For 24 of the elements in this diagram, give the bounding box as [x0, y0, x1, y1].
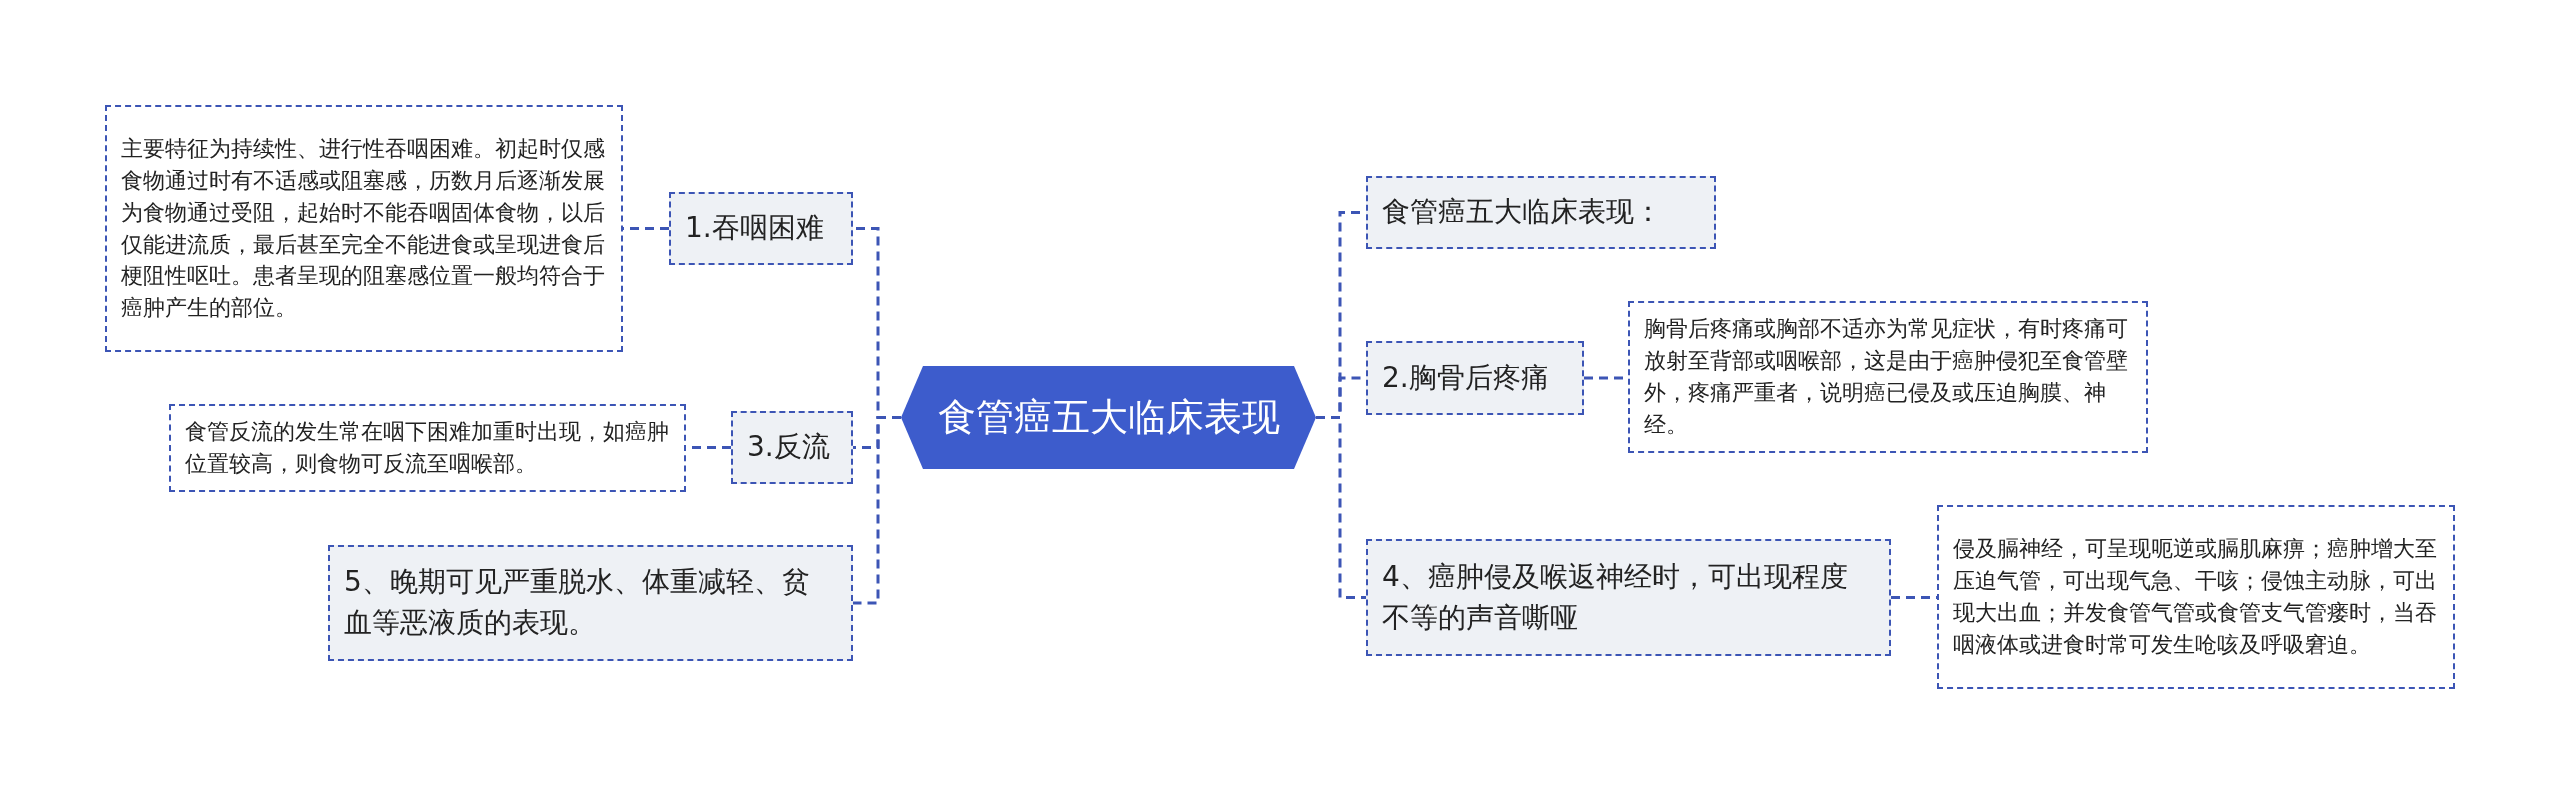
topic-box — [1366, 341, 1584, 415]
connector-line — [1316, 416, 1366, 599]
note-box — [105, 105, 623, 352]
central-topic-hexagon — [901, 366, 1316, 469]
topic-box — [669, 192, 853, 265]
topic-text: 食管癌五大临床表现： — [1382, 194, 1662, 231]
note-text: 侵及膈神经，可呈现呃逆或膈肌麻痹；癌肿增大至压迫气管，可出现气急、干咳；侵蚀主动脉，可出现大出血；并发食管气管或食管支气管瘘时，当吞咽液体或进食时常可发生呛咳及呼吸窘迫。 — [1953, 535, 2438, 659]
topic-text: 4、癌肿侵及喉返神经时，可出现程度不等的声音嘶哑 — [1382, 558, 1849, 636]
note-box — [1628, 301, 2148, 453]
topic-text: 1.吞咽困难 — [685, 210, 824, 247]
topic-text: 2.胸骨后疼痛 — [1382, 359, 1549, 396]
topic-box — [328, 545, 853, 661]
note-box — [1937, 505, 2455, 689]
topic-text: 5、晚期可见严重脱水、体重减轻、贫血等恶液质的表现。 — [344, 564, 811, 641]
note-text: 胸骨后疼痛或胸部不适亦为常见症状，有时疼痛可放射至背部或咽喉部，这是由于癌肿侵犯至食管壁外，疼痛严重者，说明癌已侵及或压迫胸膜、神经。 — [1644, 315, 2129, 439]
topic-box — [731, 411, 853, 484]
central-topic-text: 食管癌五大临床表现 — [937, 394, 1280, 441]
topic-box — [1366, 176, 1716, 249]
note-text: 食管反流的发生常在咽下困难加重时出现，如癌肿位置较高，则食物可反流至咽喉部。 — [185, 418, 670, 478]
connector-line — [853, 416, 901, 605]
note-box — [169, 404, 686, 492]
topic-box — [1366, 539, 1891, 656]
note-text: 主要特征为持续性、进行性吞咽困难。初起时仅感食物通过时有不适感或阻塞感，历数月后逐渐发展为食物通过受阻，起始时不能吞咽固体食物，以后仅能进流质，最后甚至完全不能进食或呈现进食后梗阻性呕吐。患者呈现的阻塞感位置一般均符合于癌肿产生的部位。 — [121, 134, 606, 323]
topic-text: 3.反流 — [747, 429, 830, 466]
